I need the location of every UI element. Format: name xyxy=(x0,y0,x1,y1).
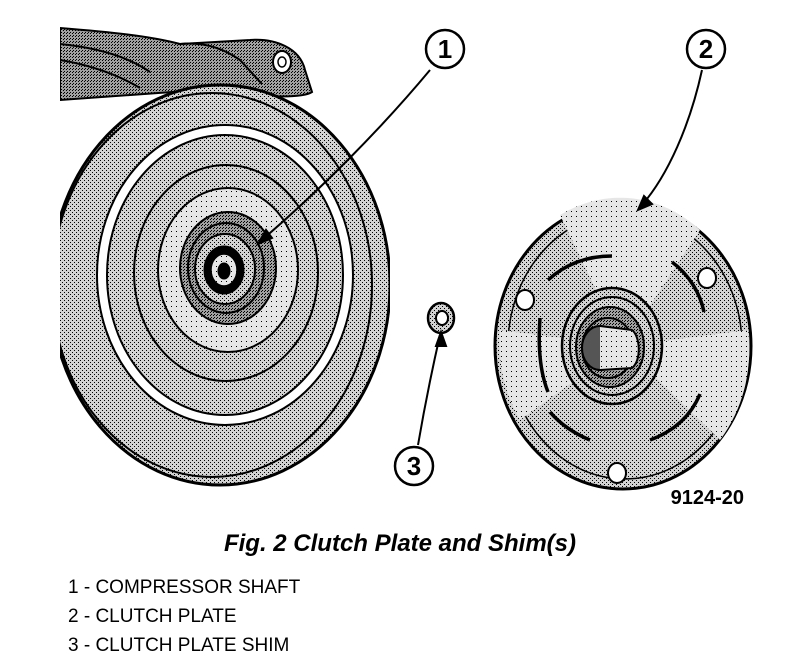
leader-lines xyxy=(255,69,703,446)
legend-item-clutch-plate-shim: 3 - CLUTCH PLATE SHIM xyxy=(68,635,290,656)
legend-item-compressor-shaft: 1 - COMPRESSOR SHAFT xyxy=(68,577,301,598)
compressor-assembly xyxy=(60,26,390,487)
clutch-plate-shim xyxy=(426,301,456,335)
callout-2: 2 xyxy=(685,28,727,70)
leader-line-2 xyxy=(641,69,703,206)
callout-3-number: 3 xyxy=(407,451,421,481)
clutch-plate xyxy=(493,197,753,491)
arrow-head-1 xyxy=(255,228,274,247)
leader-line-3 xyxy=(417,334,441,446)
arrow-head-3 xyxy=(434,329,448,347)
clutch-plate-diagram: 1 2 3 9124-20 xyxy=(60,26,753,509)
figure-code: 9124-20 xyxy=(671,487,744,509)
callout-1-number: 1 xyxy=(438,34,452,64)
callout-2-number: 2 xyxy=(699,34,713,64)
parts-legend: 1 - COMPRESSOR SHAFT 2 - CLUTCH PLATE 3 … xyxy=(68,573,300,660)
legend-item-clutch-plate: 2 - CLUTCH PLATE xyxy=(68,606,237,627)
figure-caption: Fig. 2 Clutch Plate and Shim(s) xyxy=(223,530,577,557)
leader-line-1 xyxy=(261,69,431,241)
callout-1: 1 xyxy=(424,28,466,70)
arrow-head-2 xyxy=(636,194,654,212)
callout-3: 3 xyxy=(393,445,435,487)
